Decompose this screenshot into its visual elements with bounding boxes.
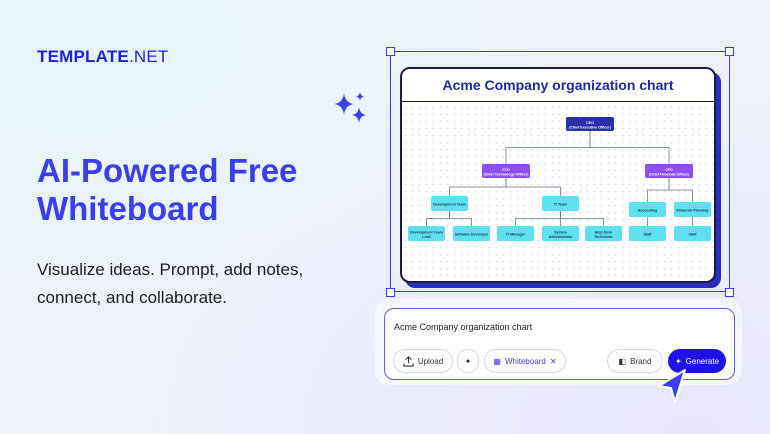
org-node-staff1[interactable]: Staff: [629, 226, 666, 241]
board-title: Acme Company organization chart: [402, 69, 714, 102]
logo-text: TEMPLATE: [37, 47, 129, 66]
brand-button[interactable]: ◧ Brand: [607, 349, 663, 373]
generate-button[interactable]: ✦ Generate: [668, 349, 726, 373]
org-node-cto[interactable]: CTO(Chief Technology Officer): [482, 164, 530, 178]
org-node-label: CTO: [502, 168, 510, 172]
org-node-staff2[interactable]: Staff: [674, 226, 711, 241]
logo: TEMPLATE.NET: [37, 47, 168, 67]
connector-line: [647, 178, 670, 202]
org-node-label: Staff: [689, 233, 698, 237]
resize-handle[interactable]: [725, 47, 734, 56]
org-node-label: Administrator: [549, 235, 573, 239]
hero-subtitle: Visualize ideas. Prompt, add notes, conn…: [37, 260, 304, 307]
connector-line: [668, 178, 693, 202]
org-node-label: Help Desk: [595, 230, 612, 234]
whiteboard-icon: ▦: [493, 356, 501, 366]
org-node-fp[interactable]: Financial Planning: [674, 202, 711, 217]
prompt-input[interactable]: Acme Company organization chart: [394, 322, 533, 332]
sparkle-icon: ✦: [674, 356, 682, 366]
generate-label: Generate: [685, 356, 720, 366]
org-node-label: Development Team: [410, 230, 443, 234]
org-node-dev[interactable]: Development Team: [431, 196, 468, 211]
resize-handle[interactable]: [386, 288, 395, 297]
sparkle-icon: ✦: [464, 356, 472, 366]
whiteboard-chip-label: Whiteboard: [504, 356, 546, 366]
org-node-label: Technician: [594, 235, 613, 239]
connector-line: [449, 211, 472, 226]
org-node-label: Staff: [644, 233, 653, 237]
connector-line: [426, 211, 450, 226]
org-node-label: Financial Planning: [677, 209, 709, 213]
org-node-label: Software Developer: [455, 233, 489, 237]
org-node-label: (Chief Executive Officer): [569, 125, 612, 129]
org-node-label: CEO: [586, 121, 594, 125]
org-node-acc[interactable]: Accounting: [629, 202, 666, 217]
org-node-label: IT Manager: [506, 233, 526, 237]
prompt-box[interactable]: Acme Company organization chart Upload ✦…: [384, 308, 735, 380]
org-node-ceo[interactable]: CEO(Chief Executive Officer): [566, 117, 614, 131]
org-node-label: Lead: [422, 235, 430, 239]
connector-line: [505, 131, 591, 164]
resize-handle[interactable]: [386, 47, 395, 56]
hero-title: AI-Powered Free Whiteboard: [37, 152, 298, 227]
brand-label: Brand: [630, 356, 652, 366]
org-node-label: (Chief Financial Officer): [649, 172, 690, 176]
connector-line: [560, 211, 604, 226]
org-node-cfo[interactable]: CFO(Chief Financial Officer): [645, 164, 693, 178]
org-node-label: IT Team: [554, 203, 567, 207]
org-node-label: CFO: [665, 168, 673, 172]
org-node-it[interactable]: IT Team: [542, 196, 579, 211]
connector-line: [505, 178, 561, 196]
connector-line: [589, 131, 670, 164]
cursor-icon: [658, 369, 686, 403]
org-node-label: Accounting: [638, 209, 658, 213]
connector-line: [515, 211, 561, 226]
logo-suffix: .NET: [128, 47, 169, 66]
upload-button[interactable]: Upload: [393, 349, 453, 373]
close-icon[interactable]: ✕: [549, 356, 557, 366]
whiteboard-chip[interactable]: ▦ Whiteboard ✕: [484, 349, 566, 373]
resize-handle[interactable]: [725, 288, 734, 297]
org-node-label: Development Team: [433, 203, 466, 207]
org-node-itm[interactable]: IT Manager: [497, 226, 534, 241]
org-node-swd[interactable]: Software Developer: [453, 226, 490, 241]
org-node-label: (Chief Technology Officer): [484, 172, 530, 176]
org-node-label: System: [554, 230, 567, 234]
upload-icon: [403, 355, 414, 367]
connector-line: [449, 178, 507, 196]
sparkle-icon: [334, 92, 366, 123]
selection-box[interactable]: [390, 51, 730, 292]
brand-icon: ◧: [618, 356, 627, 366]
upload-label: Upload: [417, 356, 444, 366]
enhance-button[interactable]: ✦: [457, 349, 479, 373]
